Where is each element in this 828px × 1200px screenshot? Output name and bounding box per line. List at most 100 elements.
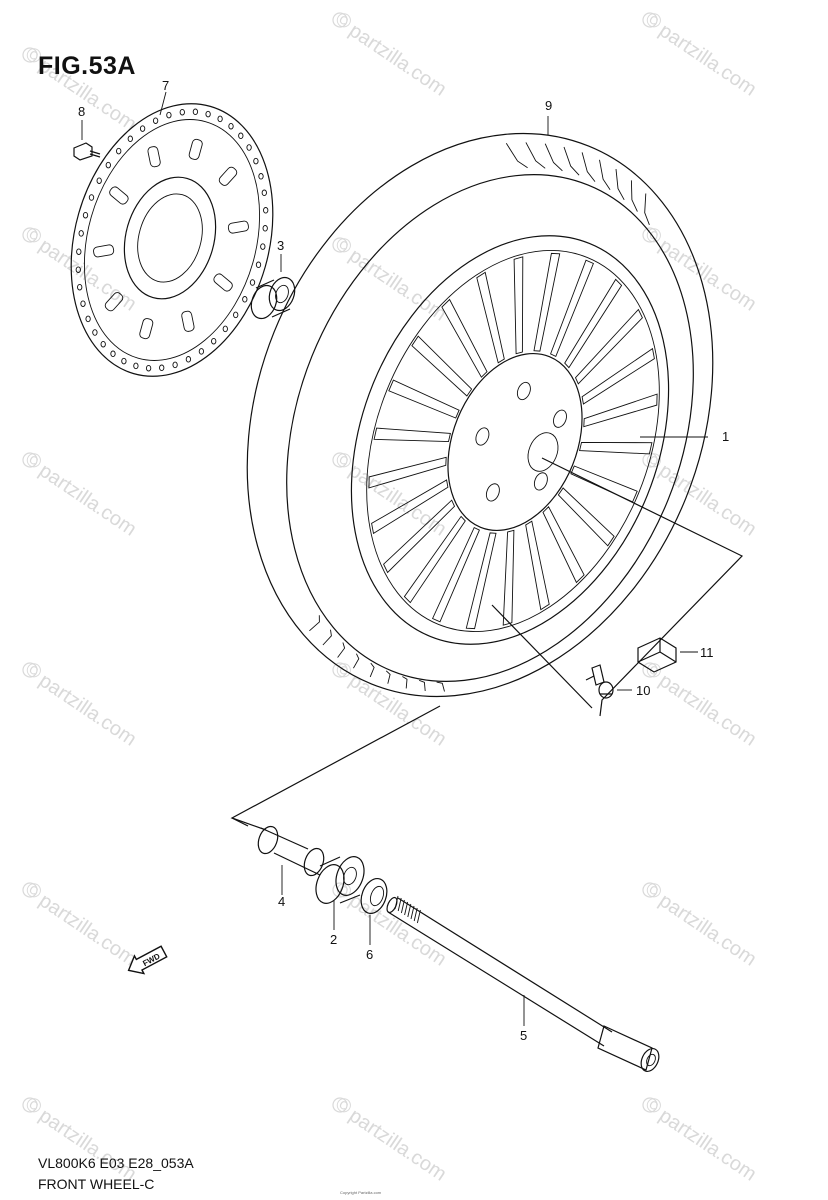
hub-hole xyxy=(485,483,500,502)
disc-hole xyxy=(222,325,228,333)
disc-hole xyxy=(172,361,178,369)
disc-hole xyxy=(116,147,122,155)
disc-hole xyxy=(255,261,262,269)
part-label-3: 3 xyxy=(277,238,284,253)
disc-hole xyxy=(211,337,217,345)
axle-thread xyxy=(407,903,412,918)
model-code: VL800K6 E03 E28_053A xyxy=(38,1155,194,1171)
disc-hole xyxy=(110,350,116,358)
disc-hole xyxy=(78,230,84,237)
disc-hole xyxy=(82,211,89,219)
watermark-text: partzilla.com xyxy=(345,670,450,751)
axle-drawing xyxy=(386,895,660,1072)
disc-bolt-drawing xyxy=(73,142,101,161)
tread-block xyxy=(322,629,332,646)
wheel-spoke xyxy=(432,526,480,623)
disc-slot xyxy=(147,146,161,168)
disc-hole xyxy=(249,279,256,286)
watermark-text: partzilla.com xyxy=(345,20,450,101)
tread-block xyxy=(563,146,580,176)
axle-thread xyxy=(410,905,415,920)
part-label-11: 11 xyxy=(700,645,714,660)
disc-hole xyxy=(92,329,98,336)
wheel-spoke xyxy=(411,335,473,397)
part-label-10: 10 xyxy=(636,683,650,698)
disc-hole xyxy=(96,177,102,184)
hub-hole xyxy=(516,381,531,401)
disc-hole xyxy=(127,135,133,143)
watermark-text: partzilla.com xyxy=(345,245,450,326)
tread-block xyxy=(505,143,528,169)
tread-block xyxy=(599,159,611,191)
copyright-note: Copyright Partzilla.com xyxy=(340,1190,382,1195)
wheel-spoke xyxy=(583,393,658,428)
disc-hole xyxy=(253,157,259,165)
watermark: ©partzilla.com xyxy=(641,1093,760,1186)
disc-hole xyxy=(233,311,239,319)
bearing-2-drawing xyxy=(315,856,365,904)
disc-slot xyxy=(181,310,195,332)
brake-disc-drawing xyxy=(70,103,274,377)
watermark-text: partzilla.com xyxy=(345,460,450,541)
wheel-spoke xyxy=(368,456,447,489)
watermark: ©partzilla.com xyxy=(641,8,760,101)
hub-hole xyxy=(553,409,567,428)
wheel-spoke xyxy=(570,465,638,503)
disc-slot xyxy=(93,244,115,258)
watermark-text: partzilla.com xyxy=(655,20,760,101)
wheel-spoke xyxy=(371,479,449,535)
disc-hole xyxy=(75,266,81,273)
disc-slot xyxy=(218,166,238,186)
spacer-drawing xyxy=(257,825,325,877)
figure-label: FIG.53A xyxy=(38,52,136,80)
disc-hole xyxy=(80,300,86,307)
part-label-7: 7 xyxy=(162,78,169,93)
watermark: ©partzilla.com xyxy=(21,658,140,751)
disc-slot xyxy=(227,220,249,234)
disc-hole xyxy=(238,132,244,140)
tread-block xyxy=(385,670,391,684)
tread-block xyxy=(436,681,445,692)
disc-hole xyxy=(205,110,211,118)
wheel-spoke xyxy=(403,515,466,604)
disc-slot xyxy=(104,292,124,312)
tread-block xyxy=(581,152,596,182)
disc-hole xyxy=(217,115,223,123)
disc-hole xyxy=(85,315,91,323)
hub-hole xyxy=(533,472,548,491)
tread-block xyxy=(309,615,320,632)
tread-block xyxy=(615,169,625,201)
wheel-spoke xyxy=(533,252,561,352)
watermark: ©partzilla.com xyxy=(641,658,760,751)
watermark: ©partzilla.com xyxy=(21,878,140,971)
disc-hole xyxy=(121,357,127,365)
part-label-6: 6 xyxy=(366,947,373,962)
axle-thread xyxy=(413,907,418,922)
watermark: ©partzilla.com xyxy=(331,1093,450,1186)
disc-hole xyxy=(192,108,199,116)
watermark: ©partzilla.com xyxy=(641,223,760,316)
axle-thread xyxy=(416,909,421,924)
watermark-text: partzilla.com xyxy=(655,1105,760,1186)
disc-slot xyxy=(188,138,203,160)
disc-slot xyxy=(109,186,129,205)
bearing-3-drawing xyxy=(250,276,296,320)
watermark-layer: ©partzilla.com ©partzilla.com ©partzilla.c… xyxy=(21,8,760,1186)
disc-hole xyxy=(166,111,172,119)
tread-block xyxy=(419,679,426,692)
wheel-spoke xyxy=(550,259,594,358)
tread-block xyxy=(353,653,360,669)
tread-block xyxy=(525,142,546,169)
wheel-spoke xyxy=(581,347,655,405)
watermark-text: partzilla.com xyxy=(35,460,140,541)
part-label-2: 2 xyxy=(330,932,337,947)
leader-lines xyxy=(81,91,744,1026)
hub-hole xyxy=(475,427,490,446)
disc-hole xyxy=(76,248,82,255)
axle-thread xyxy=(397,897,402,912)
disc-hole xyxy=(88,194,95,201)
watermark: ©partzilla.com xyxy=(21,1093,140,1186)
axle-thread xyxy=(394,895,399,910)
disc-hole xyxy=(179,108,185,116)
